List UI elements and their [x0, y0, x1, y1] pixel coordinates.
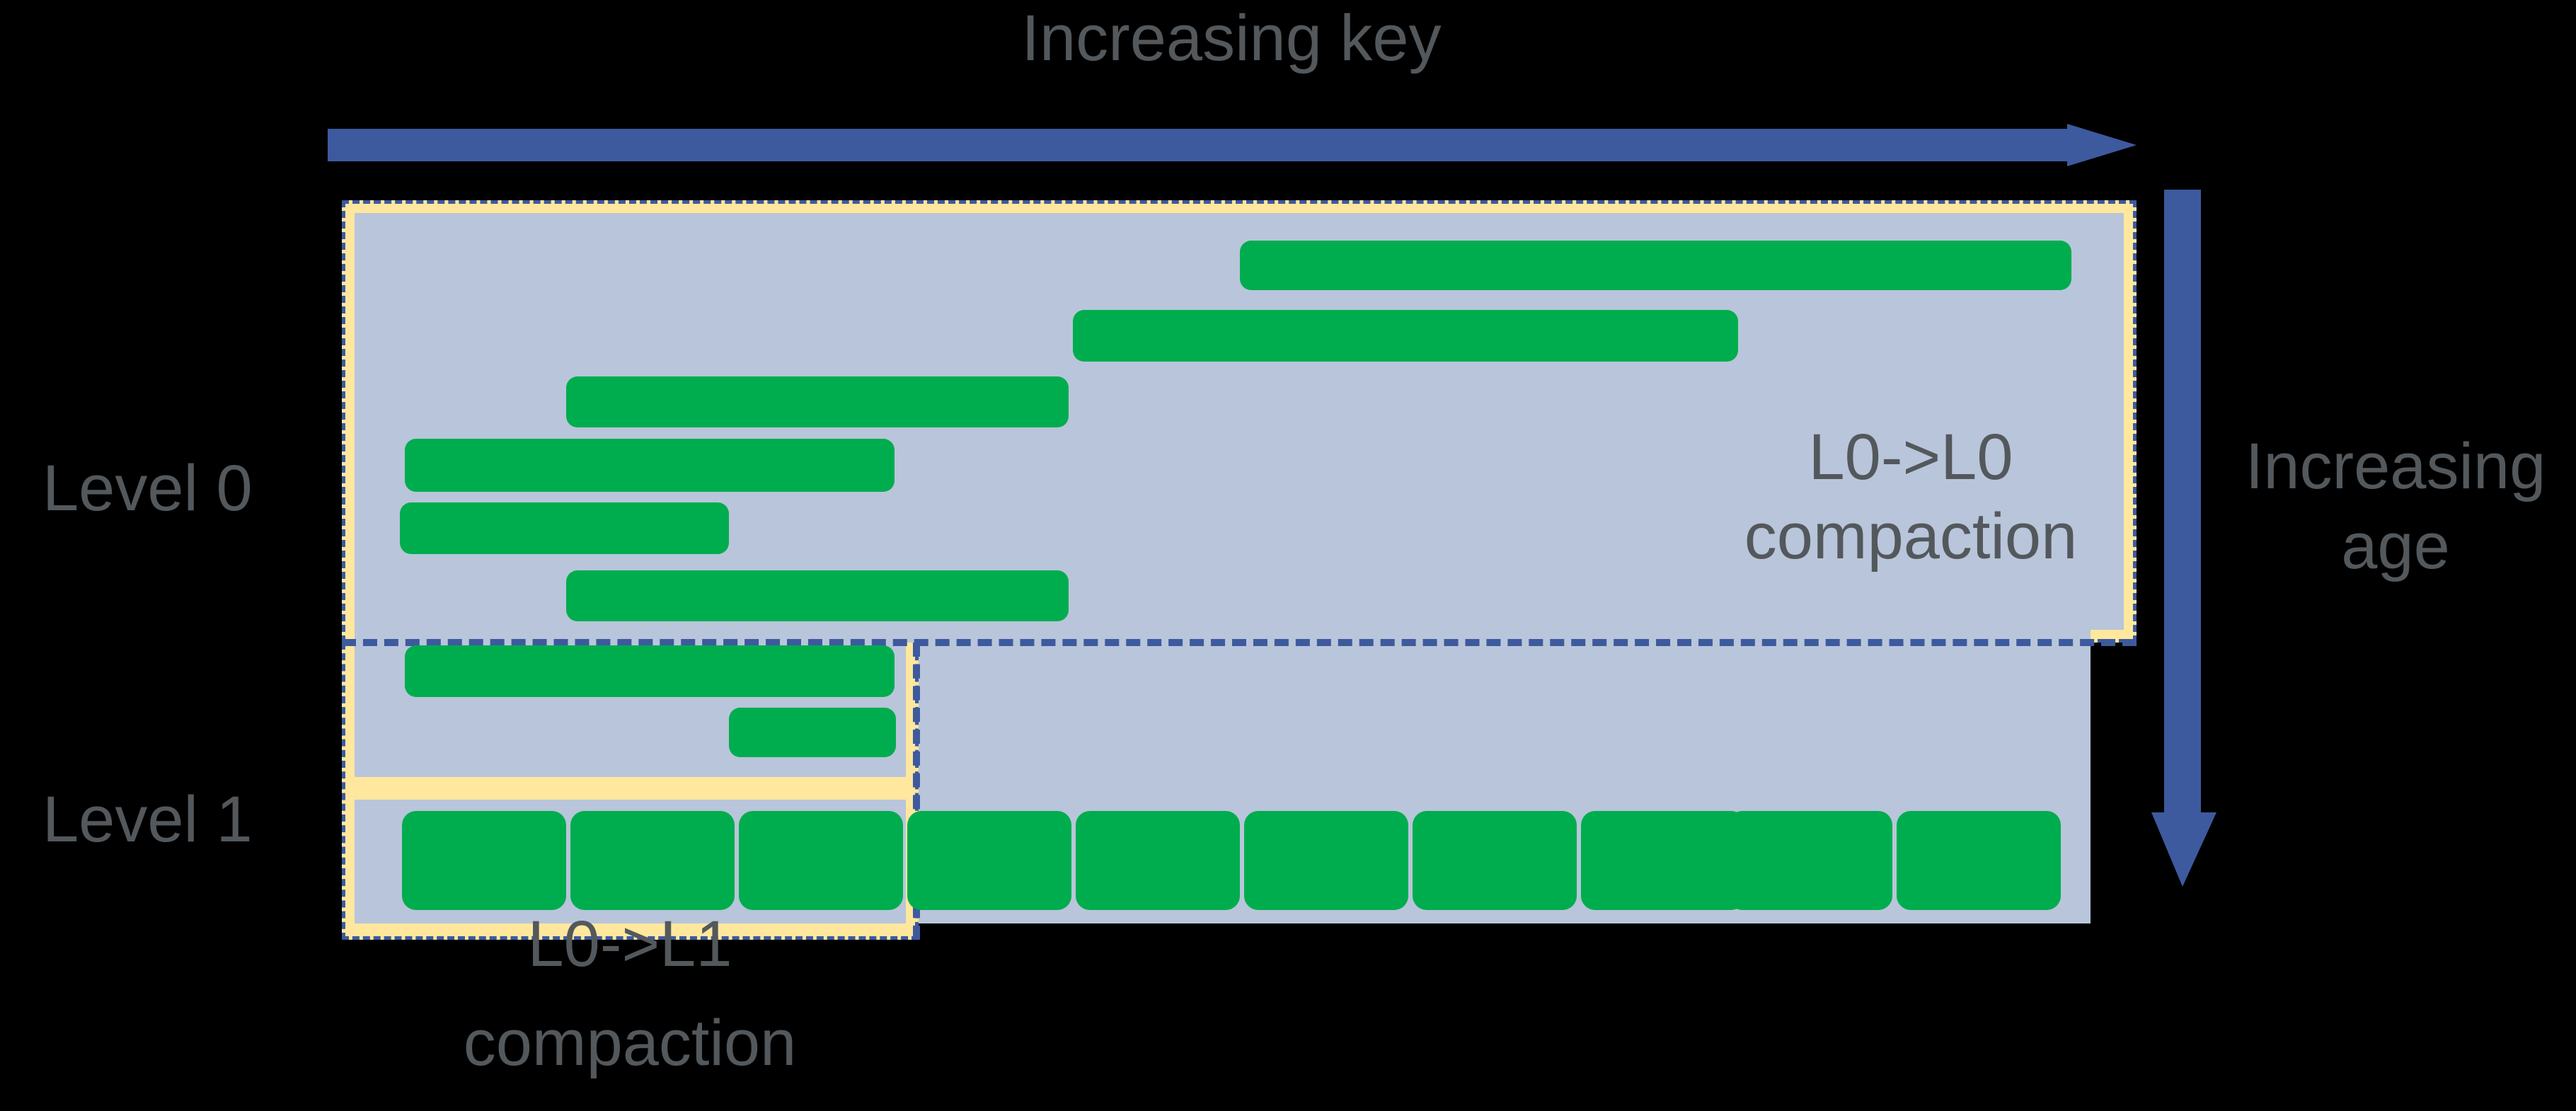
arrow-down-svg: [2151, 190, 2216, 887]
sstable-l1-2[interactable]: [739, 811, 903, 910]
l0l0-bottom-border: [342, 639, 2137, 646]
arrow-down-icon: [2151, 190, 2216, 887]
sstable-l1-1[interactable]: [570, 811, 735, 910]
level0-label: Level 0: [42, 452, 253, 524]
increasing-age-label-line1: Increasing: [2245, 430, 2546, 502]
sstable-l0-4[interactable]: [400, 502, 729, 554]
sstable-l0-7[interactable]: [729, 708, 896, 757]
arrow-right-svg: [328, 124, 2137, 166]
arrow-right-icon: [328, 124, 2137, 166]
sstable-l1-4[interactable]: [1076, 811, 1240, 910]
level1-label: Level 1: [42, 783, 253, 856]
l0-to-l0-compaction-label-line1: L0->L0: [1808, 421, 2013, 493]
l0-to-l1-compaction-label-line1: L0->L1: [527, 908, 732, 980]
l0-to-l1-compaction-label-line2: compaction: [463, 1007, 797, 1079]
l0-to-l0-compaction-label-line2: compaction: [1744, 500, 2078, 572]
sstable-l0-2[interactable]: [566, 376, 1069, 427]
sstable-l1-8[interactable]: [1728, 811, 1892, 910]
sstable-l1-7[interactable]: [1581, 811, 1745, 910]
l0l1-right-border: [913, 643, 920, 940]
sstable-l0-6[interactable]: [405, 645, 895, 697]
sstable-l1-5[interactable]: [1244, 811, 1408, 910]
sstable-l1-0[interactable]: [402, 811, 566, 910]
increasing-age-label-line2: age: [2341, 510, 2450, 582]
sstable-l0-5[interactable]: [566, 570, 1069, 621]
sstable-l1-9[interactable]: [1897, 811, 2061, 910]
sstable-l1-3[interactable]: [907, 811, 1071, 910]
sstable-l0-3[interactable]: [405, 439, 895, 492]
sstable-l1-6[interactable]: [1413, 811, 1577, 910]
sstable-l0-1[interactable]: [1073, 310, 1738, 362]
increasing-key-label: Increasing key: [1021, 2, 1442, 74]
sstable-l0-0[interactable]: [1240, 241, 2071, 290]
